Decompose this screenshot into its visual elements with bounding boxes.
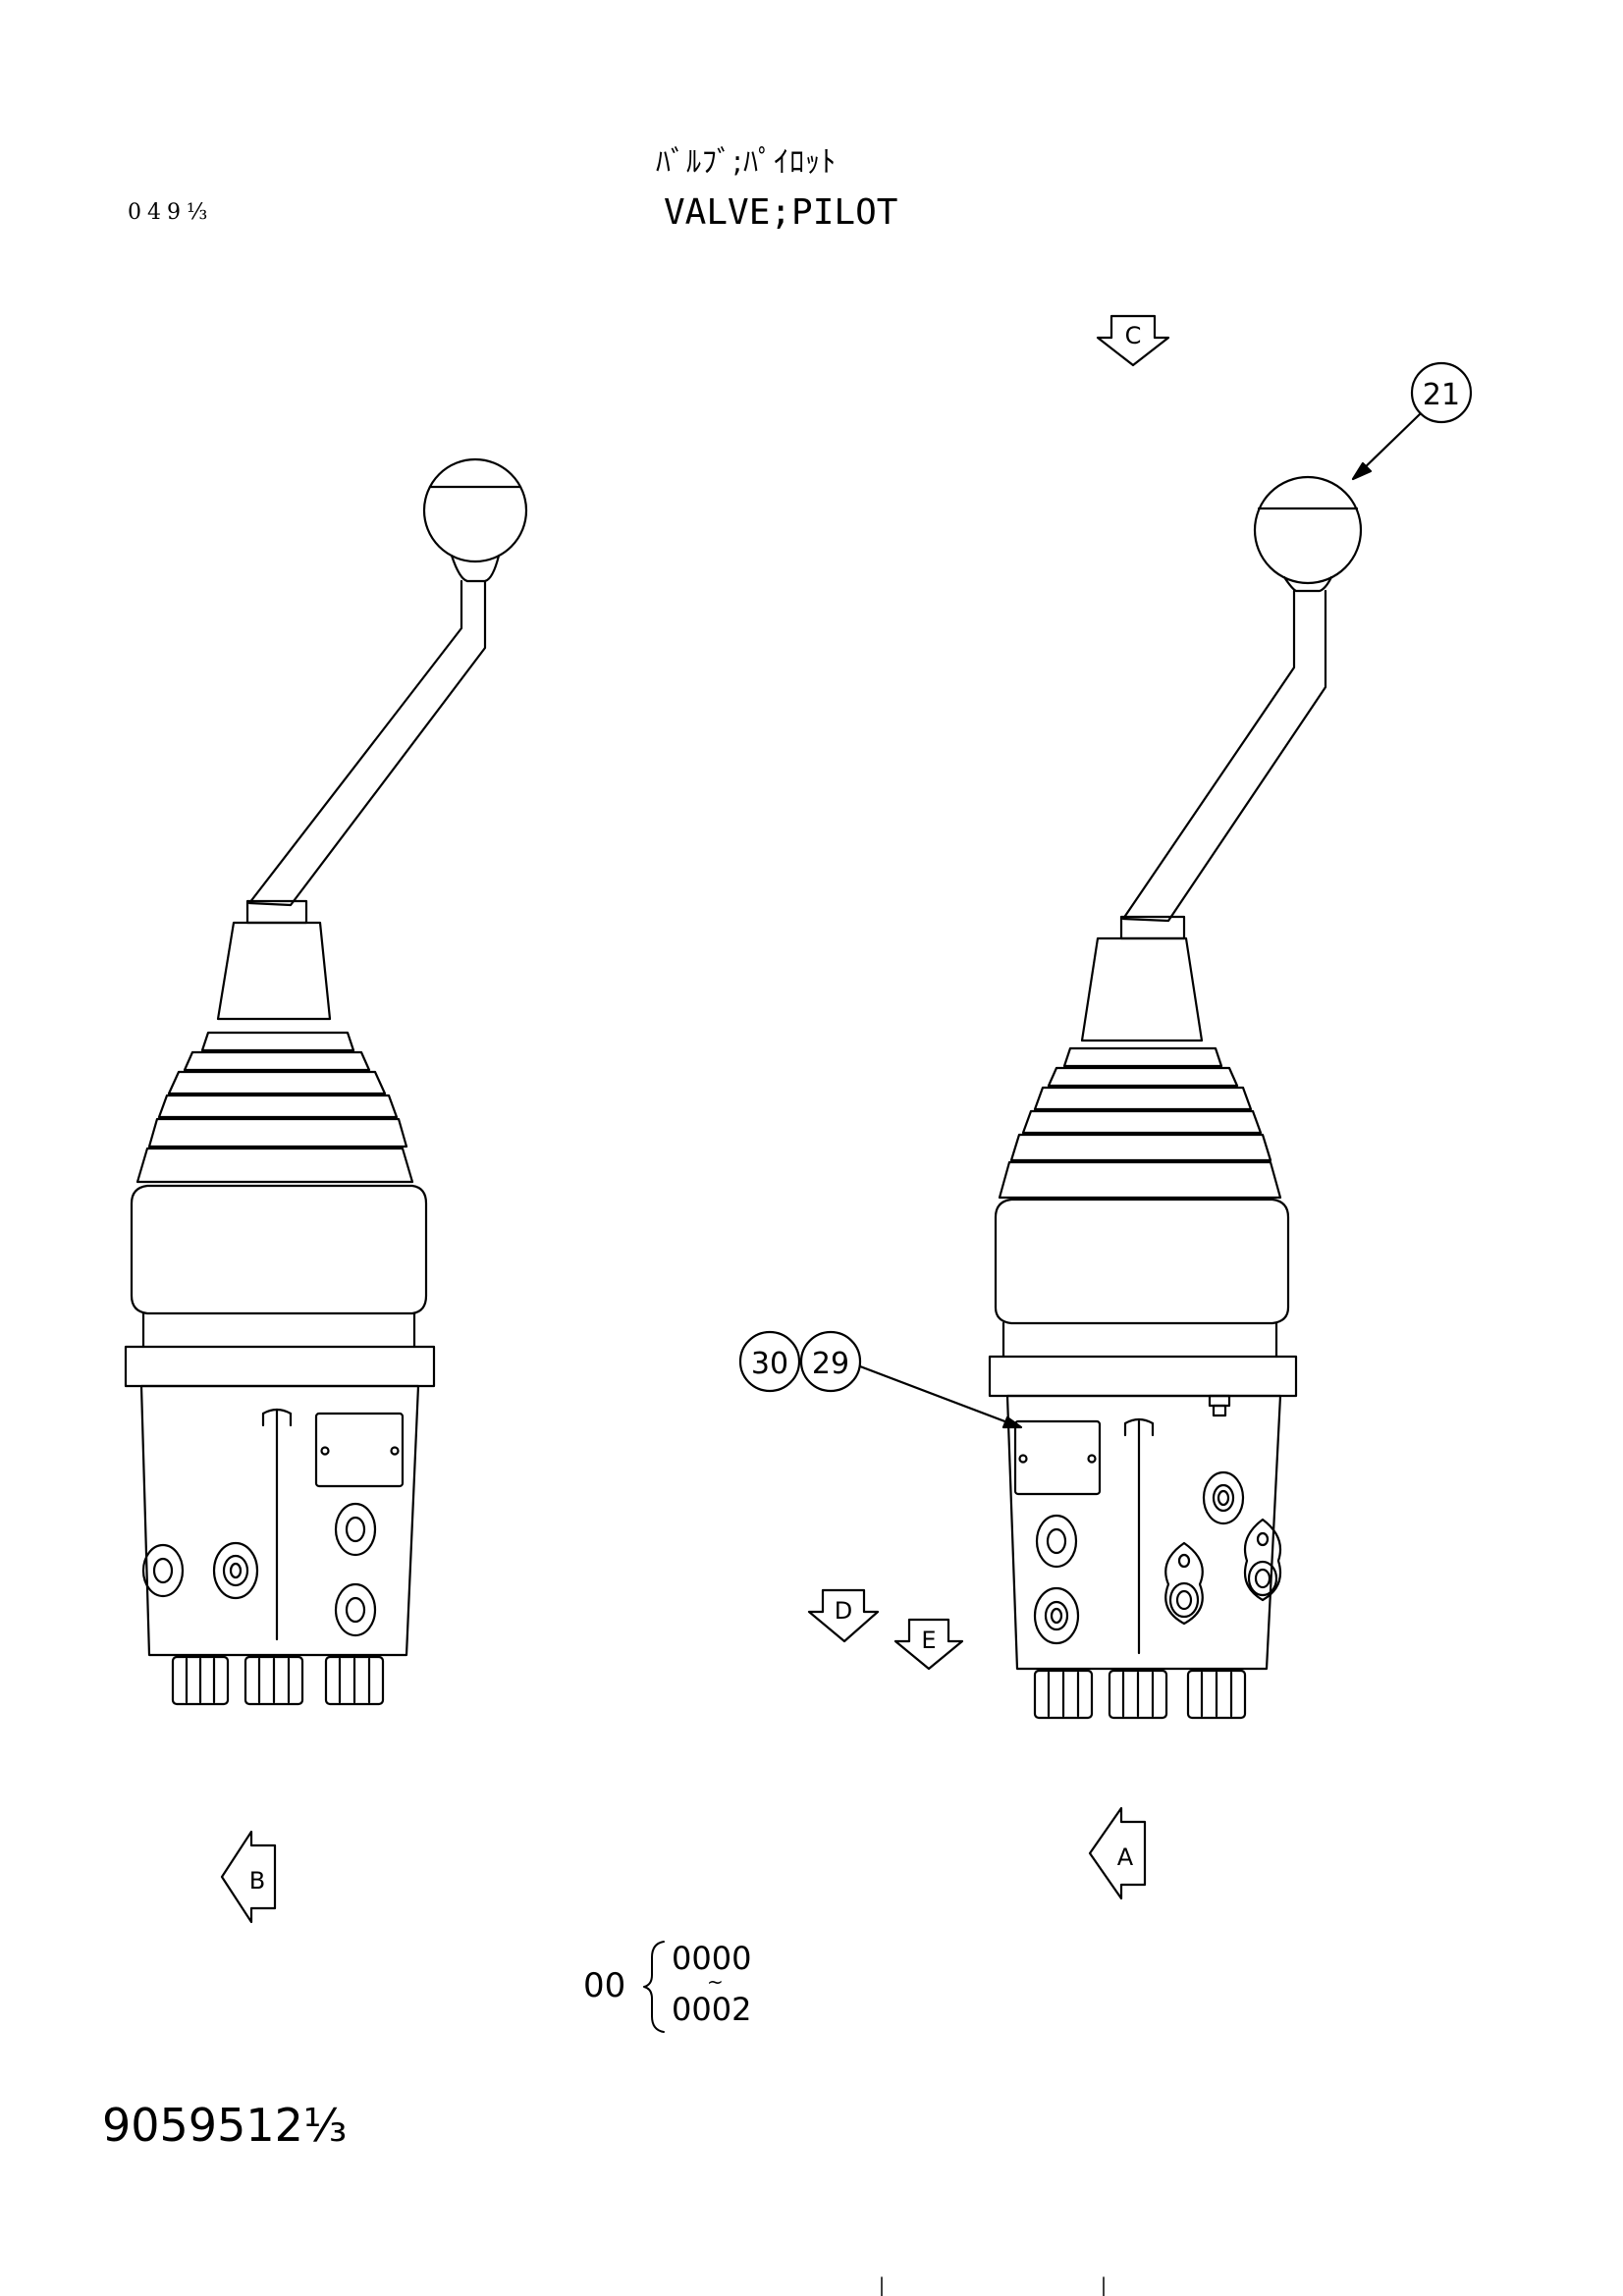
right-boot-cap [1080,936,1204,1042]
left-view-valve [124,457,528,1706]
svg-text:30: 30 [751,1347,788,1381]
left-nameplate-rivet [320,1446,330,1456]
view-marker-d: D [807,1588,880,1643]
left-bellows [135,1031,414,1184]
right-rubber-cover [994,1198,1290,1325]
left-body [139,1384,420,1657]
right-flange-bolt [1208,1394,1231,1417]
right-body [1005,1394,1282,1671]
right-neck [1001,1321,1278,1359]
svg-text:C: C [1125,322,1142,349]
right-nameplate-rivet [1087,1454,1097,1464]
left-arrow-mark [261,1408,293,1427]
right-nameplate [1013,1419,1102,1496]
view-marker-c: C [1096,314,1170,367]
right-knob [1253,475,1363,593]
right-view-valve [988,475,1363,1720]
svg-text:00: 00 [583,1966,625,2005]
left-lever [247,579,487,907]
callout-30-29: 30 29 [738,1330,1023,1429]
left-knob [422,457,528,583]
right-ports [1033,1470,1282,1645]
drawing-number: 9059512⅓ [102,2099,348,2152]
serial-range: 00 0000 ~ 0002 [583,1940,751,2033]
view-marker-e: E [893,1618,964,1671]
svg-text:0002: 0002 [672,1991,751,2028]
svg-text:0000: 0000 [672,1940,751,1977]
svg-text:29: 29 [812,1347,849,1381]
view-marker-b: B [220,1830,277,1924]
right-bellows [998,1046,1282,1200]
left-ports [141,1502,377,1637]
bottom-edge-marks [881,2276,1105,2296]
title-english: VALVE;PILOT [664,192,898,233]
svg-text:D: D [835,1597,852,1625]
view-marker-a: A [1088,1806,1147,1900]
page-code: 049⅓ [128,200,214,225]
left-nameplate [314,1412,405,1488]
left-boot-cap [216,921,332,1021]
right-flange [988,1355,1298,1398]
left-flange [124,1345,436,1388]
left-neck [141,1311,416,1349]
svg-text:B: B [249,1867,265,1895]
title-japanese: ﾊﾞﾙﾌﾞ;ﾊﾟｲﾛｯﾄ [656,145,838,180]
left-rubber-cover [130,1184,428,1315]
right-nameplate-rivet [1018,1454,1028,1464]
right-bottom-fittings [1033,1669,1247,1720]
svg-text:~: ~ [707,1970,724,1994]
svg-text:A: A [1117,1843,1134,1871]
right-arrow-mark [1123,1417,1155,1437]
svg-text:E: E [921,1627,936,1654]
callout-21: 21 [1351,361,1473,481]
left-bottom-fittings [171,1655,385,1706]
right-lever [1121,589,1327,923]
left-nameplate-rivet [390,1446,400,1456]
svg-text:21: 21 [1423,378,1460,412]
